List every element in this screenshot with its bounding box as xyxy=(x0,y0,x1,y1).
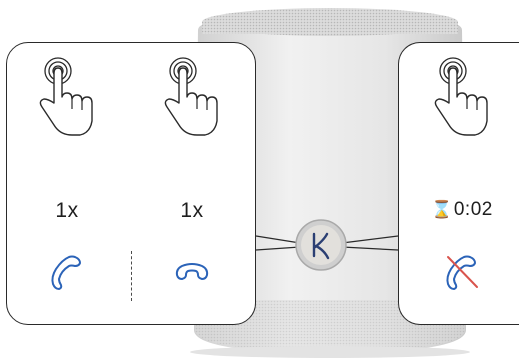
tap-hand-icon xyxy=(32,57,102,139)
reject-call-panel: ⌛0:02 xyxy=(398,42,519,325)
call-controls-panel: 1x 1x xyxy=(6,42,256,325)
hold-duration: ⌛0:02 xyxy=(399,199,519,221)
answer-tap-count: 1x xyxy=(7,199,127,223)
tap-hand-icon xyxy=(157,57,227,139)
phone-reject-icon[interactable] xyxy=(442,251,482,291)
hang-up-tap-count: 1x xyxy=(132,199,252,223)
hourglass-icon: ⌛ xyxy=(431,200,453,219)
k-logo-icon[interactable] xyxy=(294,218,348,272)
phone-answer-icon[interactable] xyxy=(47,251,87,291)
tap-hand-icon xyxy=(427,57,497,139)
phone-hangup-icon[interactable] xyxy=(172,251,212,291)
duration-value: 0:02 xyxy=(454,199,493,220)
hang-up-column: 1x xyxy=(132,43,252,324)
answer-call-column: 1x xyxy=(7,43,127,324)
reject-call-column: ⌛0:02 xyxy=(399,43,519,324)
